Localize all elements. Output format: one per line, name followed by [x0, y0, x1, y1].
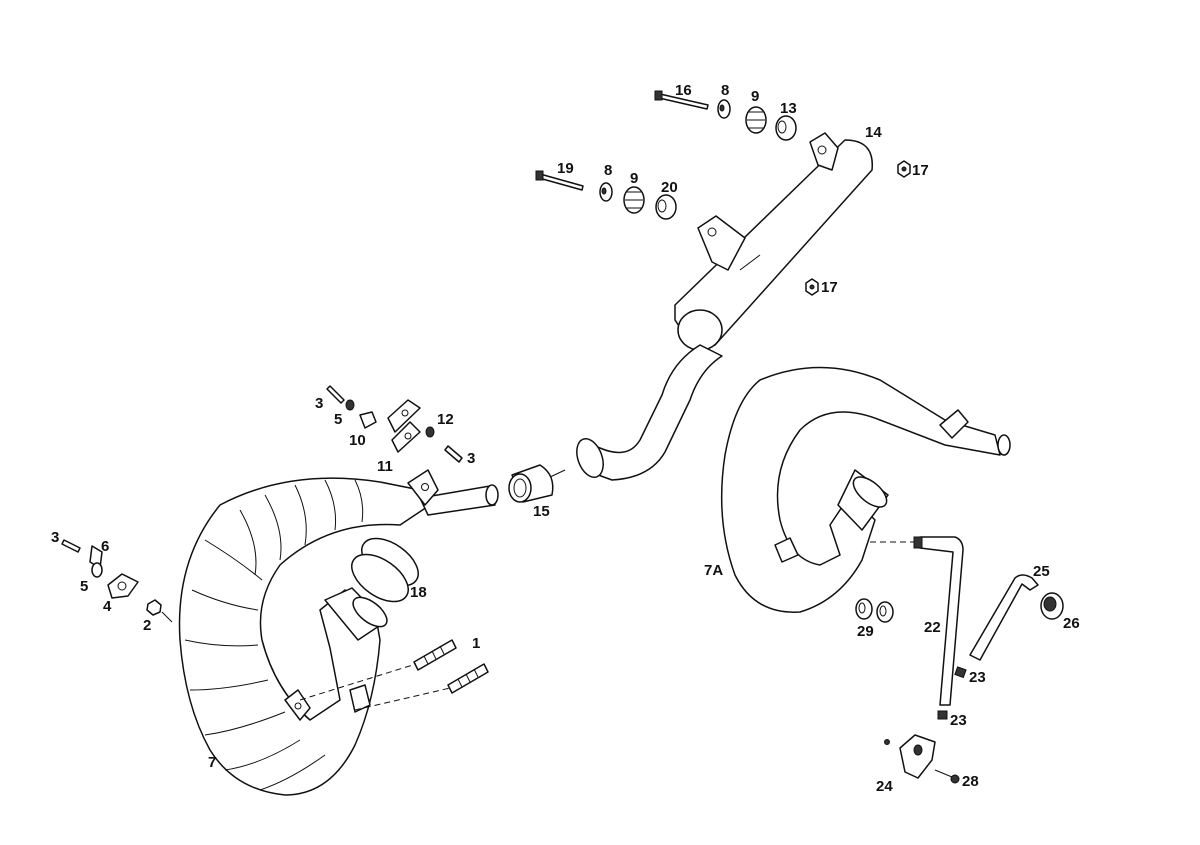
callout-11: 11 [377, 458, 393, 475]
callout-8-mid: 8 [604, 162, 612, 179]
callout-24: 24 [876, 778, 893, 795]
bracket-group-top [326, 385, 463, 463]
washer-part-8-top [717, 99, 731, 119]
expansion-chamber-part-7a [720, 366, 1011, 613]
callout-14: 14 [865, 124, 882, 141]
callout-6: 6 [101, 538, 109, 555]
rubber-mount-part-9-top [745, 106, 767, 134]
callout-22: 22 [924, 619, 941, 636]
callout-7a: 7A [704, 562, 723, 579]
spacer-part-29 [855, 598, 894, 623]
bolt-part-19 [535, 170, 584, 191]
hose-part-25 [969, 574, 1039, 661]
callout-15: 15 [533, 503, 550, 520]
tail-pipe [547, 344, 723, 481]
callout-23-a: 23 [969, 669, 986, 686]
clamp-group-left [61, 539, 173, 623]
callout-9-top: 9 [751, 88, 759, 105]
callout-13: 13 [780, 100, 797, 117]
coupling-sleeve-part-15 [508, 464, 554, 503]
callout-25: 25 [1033, 563, 1050, 580]
callout-2: 2 [143, 617, 151, 634]
silencer-part-14 [674, 132, 873, 351]
nut-part-17-top [897, 160, 911, 178]
bolt-part-16 [654, 90, 709, 110]
callout-23-b: 23 [950, 712, 967, 729]
rubber-mount-part-9-mid [623, 186, 645, 214]
o-ring-part-18 [351, 537, 419, 603]
callout-17-top: 17 [912, 162, 929, 179]
callout-9-mid: 9 [630, 170, 638, 187]
callout-28: 28 [962, 773, 979, 790]
washer-part-8-mid [599, 182, 613, 202]
valve-part-24 [884, 734, 936, 779]
callout-5-top: 5 [334, 411, 342, 428]
callout-10: 10 [349, 432, 366, 449]
callout-29: 29 [857, 623, 874, 640]
callout-3-right: 3 [467, 450, 475, 467]
callout-3-top: 3 [315, 395, 323, 412]
callout-1: 1 [472, 635, 480, 652]
clip-part-23-b [937, 710, 948, 720]
bolt-part-28 [934, 769, 960, 784]
callout-8-top: 8 [721, 82, 729, 99]
clip-part-23-a [954, 666, 967, 679]
spring-part-1 [413, 639, 489, 694]
callout-4: 4 [103, 598, 112, 615]
nut-part-17-bottom [805, 278, 819, 296]
expansion-chamber-part-7 [178, 469, 499, 796]
callout-7: 7 [208, 754, 216, 771]
callout-26: 26 [1063, 615, 1080, 632]
callout-19: 19 [557, 160, 574, 177]
callout-12: 12 [437, 411, 454, 428]
spacer-part-20 [655, 194, 677, 220]
callout-5-left: 5 [80, 578, 88, 595]
callout-20: 20 [661, 179, 678, 196]
callout-17-bottom: 17 [821, 279, 838, 296]
callout-16: 16 [675, 82, 692, 99]
spacer-part-13 [775, 115, 797, 141]
callout-3-left: 3 [51, 529, 59, 546]
cap-part-26 [1040, 592, 1064, 620]
callout-18: 18 [410, 584, 427, 601]
hose-part-22 [913, 536, 964, 706]
